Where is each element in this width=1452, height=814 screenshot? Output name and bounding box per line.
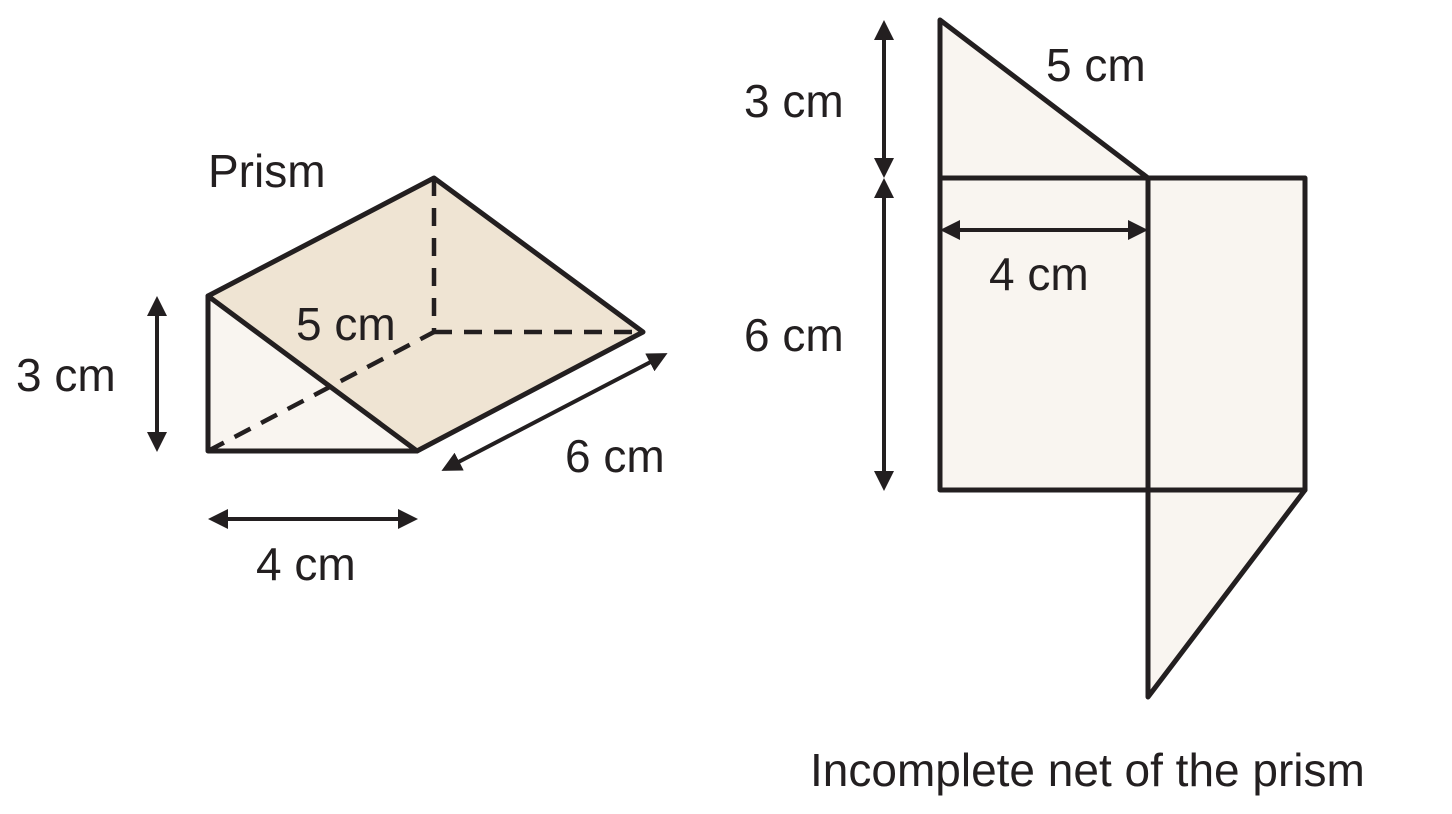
prism-figure: Prism 3 cm 4 cm 5 cm 6 cm: [16, 145, 668, 590]
net-length-label: 6 cm: [744, 309, 844, 361]
net-side-rectangle-face: [1148, 178, 1305, 490]
net-base-rectangle-face: [940, 178, 1148, 490]
net-caption: Incomplete net of the prism: [810, 744, 1365, 796]
prism-hidden-depth-edge: [206, 330, 436, 453]
prism-front-triangle-outline: [205, 293, 420, 454]
prism-length-dimension-arrow: [441, 353, 668, 471]
net-hypotenuse-label: 5 cm: [1046, 39, 1146, 91]
prism-length-label: 6 cm: [565, 430, 665, 482]
prism-width-label: 4 cm: [256, 538, 356, 590]
prism-height-label: 3 cm: [16, 349, 116, 401]
net-figure: 3 cm 5 cm 4 cm 6 cm Incomplete net of th…: [744, 17, 1365, 796]
net-bottom-triangle-outline: [1145, 487, 1308, 700]
net-triangle-height-label: 3 cm: [744, 75, 844, 127]
net-width-label: 4 cm: [989, 248, 1089, 300]
prism-title: Prism: [208, 145, 326, 197]
prism-slant-label: 5 cm: [296, 298, 396, 350]
